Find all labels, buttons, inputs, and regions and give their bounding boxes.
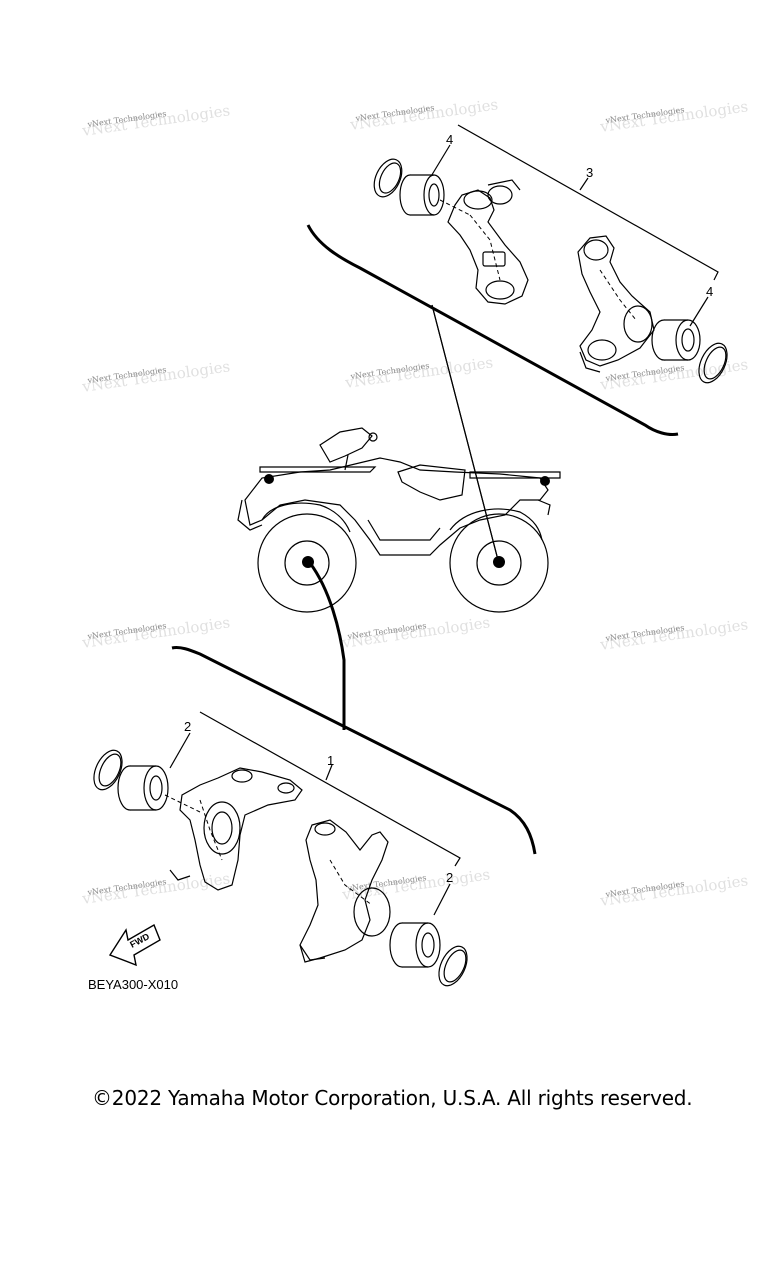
- rear-knuckle-icon: [577, 235, 655, 373]
- front-assy-bracket-line: [199, 711, 461, 867]
- watermark: vNext Technologies vNext Technologies: [343, 353, 494, 392]
- front-group-bracket: [171, 646, 537, 855]
- callout-2-right-leader: [433, 883, 451, 916]
- watermark: vNext Technologies vNext Technologies: [80, 101, 231, 140]
- rear-wheel-leader-end: [431, 304, 499, 561]
- bearing-icon: [399, 174, 471, 216]
- front-knuckle-icon: [299, 819, 391, 963]
- copyright-notice: ©2022 Yamaha Motor Corporation, U.S.A. A…: [92, 1086, 693, 1110]
- bearing-icon: [389, 922, 441, 968]
- callout-4-top-leader: [429, 144, 451, 179]
- watermark: vNext Technologies vNext Technologies: [598, 97, 749, 136]
- watermark: vNext Technologies vNext Technologies: [80, 869, 231, 908]
- front-wheel-leader: [308, 562, 346, 730]
- callout-2-left: 2: [184, 719, 191, 734]
- watermark: vNext Technologies vNext Technologies: [80, 613, 231, 652]
- front-knuckle-icon: [169, 767, 303, 891]
- circlip-icon: [438, 945, 468, 987]
- bearing-icon: [117, 765, 201, 813]
- atv-vehicle-icon: [237, 427, 561, 613]
- circlip-icon: [698, 342, 728, 384]
- callout-4-bottom: 4: [706, 284, 713, 299]
- watermark: vNext Technologies vNext Technologies: [340, 613, 491, 652]
- rear-assy-bracket-line: [457, 124, 719, 281]
- watermark: vNext Technologies vNext Technologies: [598, 615, 749, 654]
- watermark: vNext Technologies vNext Technologies: [348, 95, 499, 134]
- fwd-arrow-icon: FWD: [108, 923, 161, 967]
- watermark: vNext Technologies vNext Technologies: [598, 871, 749, 910]
- part-code: BEYA300-X010: [88, 977, 179, 992]
- callout-1-leader: [325, 764, 333, 781]
- callout-3: 3: [586, 165, 593, 180]
- callout-3-leader: [579, 177, 589, 191]
- rear-knuckle-icon: [447, 179, 529, 305]
- circlip-icon: [373, 158, 403, 198]
- circlip-icon: [93, 749, 123, 791]
- callout-2-left-leader: [169, 732, 191, 769]
- bearing-icon: [651, 319, 701, 361]
- watermark: vNext Technologies vNext Technologies: [80, 357, 231, 396]
- rear-hub-marker: [493, 556, 505, 568]
- rear-knuckle-group: 3 4 4: [306, 124, 728, 561]
- callout-4-top: 4: [446, 132, 453, 147]
- callout-1: 1: [327, 753, 334, 768]
- callout-2-right: 2: [446, 870, 453, 885]
- rear-group-bracket: [306, 224, 679, 436]
- watermarks: vNext Technologies vNext Technologies vN…: [80, 95, 749, 910]
- front-knuckle-group: 1 2 2: [93, 562, 537, 987]
